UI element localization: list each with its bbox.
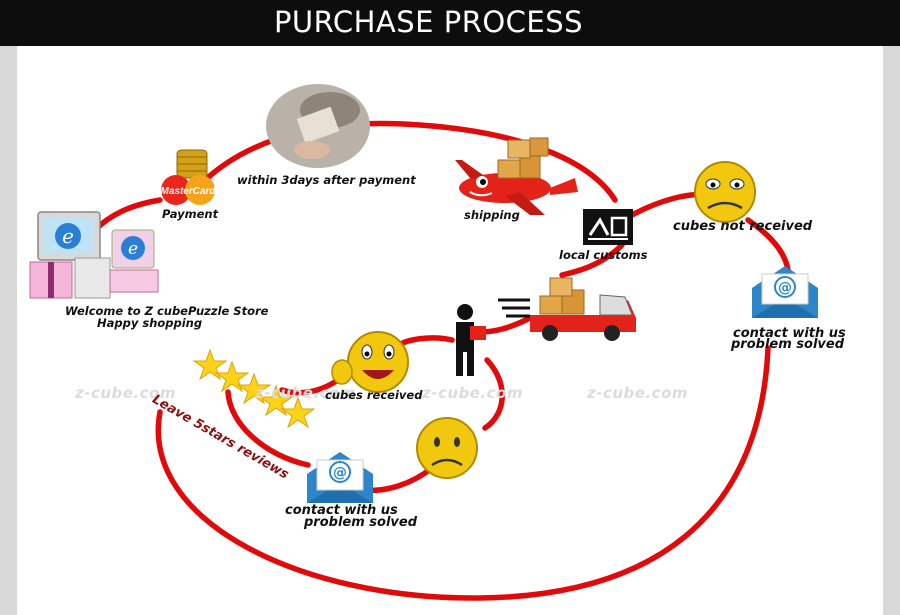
email-icon-bottom: @ bbox=[307, 452, 373, 503]
computer-gift-icon: e e bbox=[29, 211, 159, 299]
right-border bbox=[883, 46, 900, 615]
watermark-3: z-cube.com bbox=[422, 384, 523, 402]
happy-face-icon bbox=[331, 331, 409, 393]
title-bar: PURCHASE PROCESS bbox=[0, 0, 900, 46]
contact-bottom-label-1: contact with us bbox=[285, 503, 398, 518]
flow-payment-to-customs bbox=[197, 120, 618, 203]
flow-stars-to-email bbox=[225, 389, 311, 468]
flow-delivery-to-unhappy bbox=[482, 357, 505, 431]
flow-welcome-to-payment bbox=[92, 197, 163, 233]
email-icon-right: @ bbox=[752, 266, 818, 318]
watermark-4: z-cube.com bbox=[587, 384, 688, 402]
unhappy-face-icon bbox=[416, 417, 478, 479]
contact-right-label-2: problem solved bbox=[731, 337, 845, 352]
svg-text:e: e bbox=[62, 224, 74, 248]
mastercard-logo-text: MasterCard bbox=[160, 186, 216, 197]
diagram-canvas: e e MasterCard bbox=[17, 46, 883, 615]
star-5 bbox=[280, 396, 316, 429]
watermark-1: z-cube.com bbox=[75, 384, 176, 402]
received-label: cubes received bbox=[325, 388, 423, 402]
flow-big-return-loop bbox=[155, 345, 771, 601]
customs-label: local customs bbox=[559, 248, 648, 262]
stars-icon bbox=[192, 348, 316, 429]
hand-cash-photo bbox=[266, 84, 370, 168]
page-title: PURCHASE PROCESS bbox=[273, 5, 584, 39]
left-border bbox=[0, 46, 17, 615]
watermark-2: z-cube.com bbox=[255, 384, 356, 402]
flow-lines bbox=[92, 120, 791, 601]
customs-icon bbox=[583, 209, 633, 245]
plane-boxes-icon bbox=[455, 137, 578, 215]
star-1 bbox=[192, 348, 228, 381]
svg-text:e: e bbox=[128, 239, 138, 259]
payment-label: Payment bbox=[162, 207, 219, 221]
flow-delivery-to-received bbox=[397, 335, 455, 348]
star-2 bbox=[214, 360, 250, 393]
flow-diagram: e e MasterCard bbox=[29, 84, 818, 601]
within-label: within 3days after payment bbox=[237, 173, 416, 187]
not-received-label: cubes not received bbox=[673, 219, 813, 234]
flow-unhappy-to-email bbox=[362, 465, 435, 494]
star-3 bbox=[236, 372, 272, 405]
star-4 bbox=[258, 384, 294, 417]
flow-received-to-stars bbox=[279, 377, 341, 396]
mastercard-coins-icon: MasterCard bbox=[160, 149, 216, 205]
contact-bottom-label-2: problem solved bbox=[304, 515, 418, 530]
flow-customs-to-truck bbox=[559, 242, 625, 278]
flow-truck-to-delivery bbox=[477, 315, 533, 335]
welcome-label-2: Happy shopping bbox=[97, 316, 203, 330]
welcome-label-1: Welcome to Z cubePuzzle Store bbox=[65, 304, 269, 318]
truck-boxes-icon bbox=[498, 277, 636, 341]
svg-text:@: @ bbox=[778, 280, 792, 296]
svg-text:@: @ bbox=[333, 465, 347, 481]
shipping-label: shipping bbox=[464, 208, 520, 222]
delivery-man-icon bbox=[456, 304, 486, 376]
flow-notreceived-to-email bbox=[745, 217, 791, 273]
contact-right-label-1: contact with us bbox=[733, 326, 846, 341]
sad-face-icon bbox=[694, 161, 756, 223]
